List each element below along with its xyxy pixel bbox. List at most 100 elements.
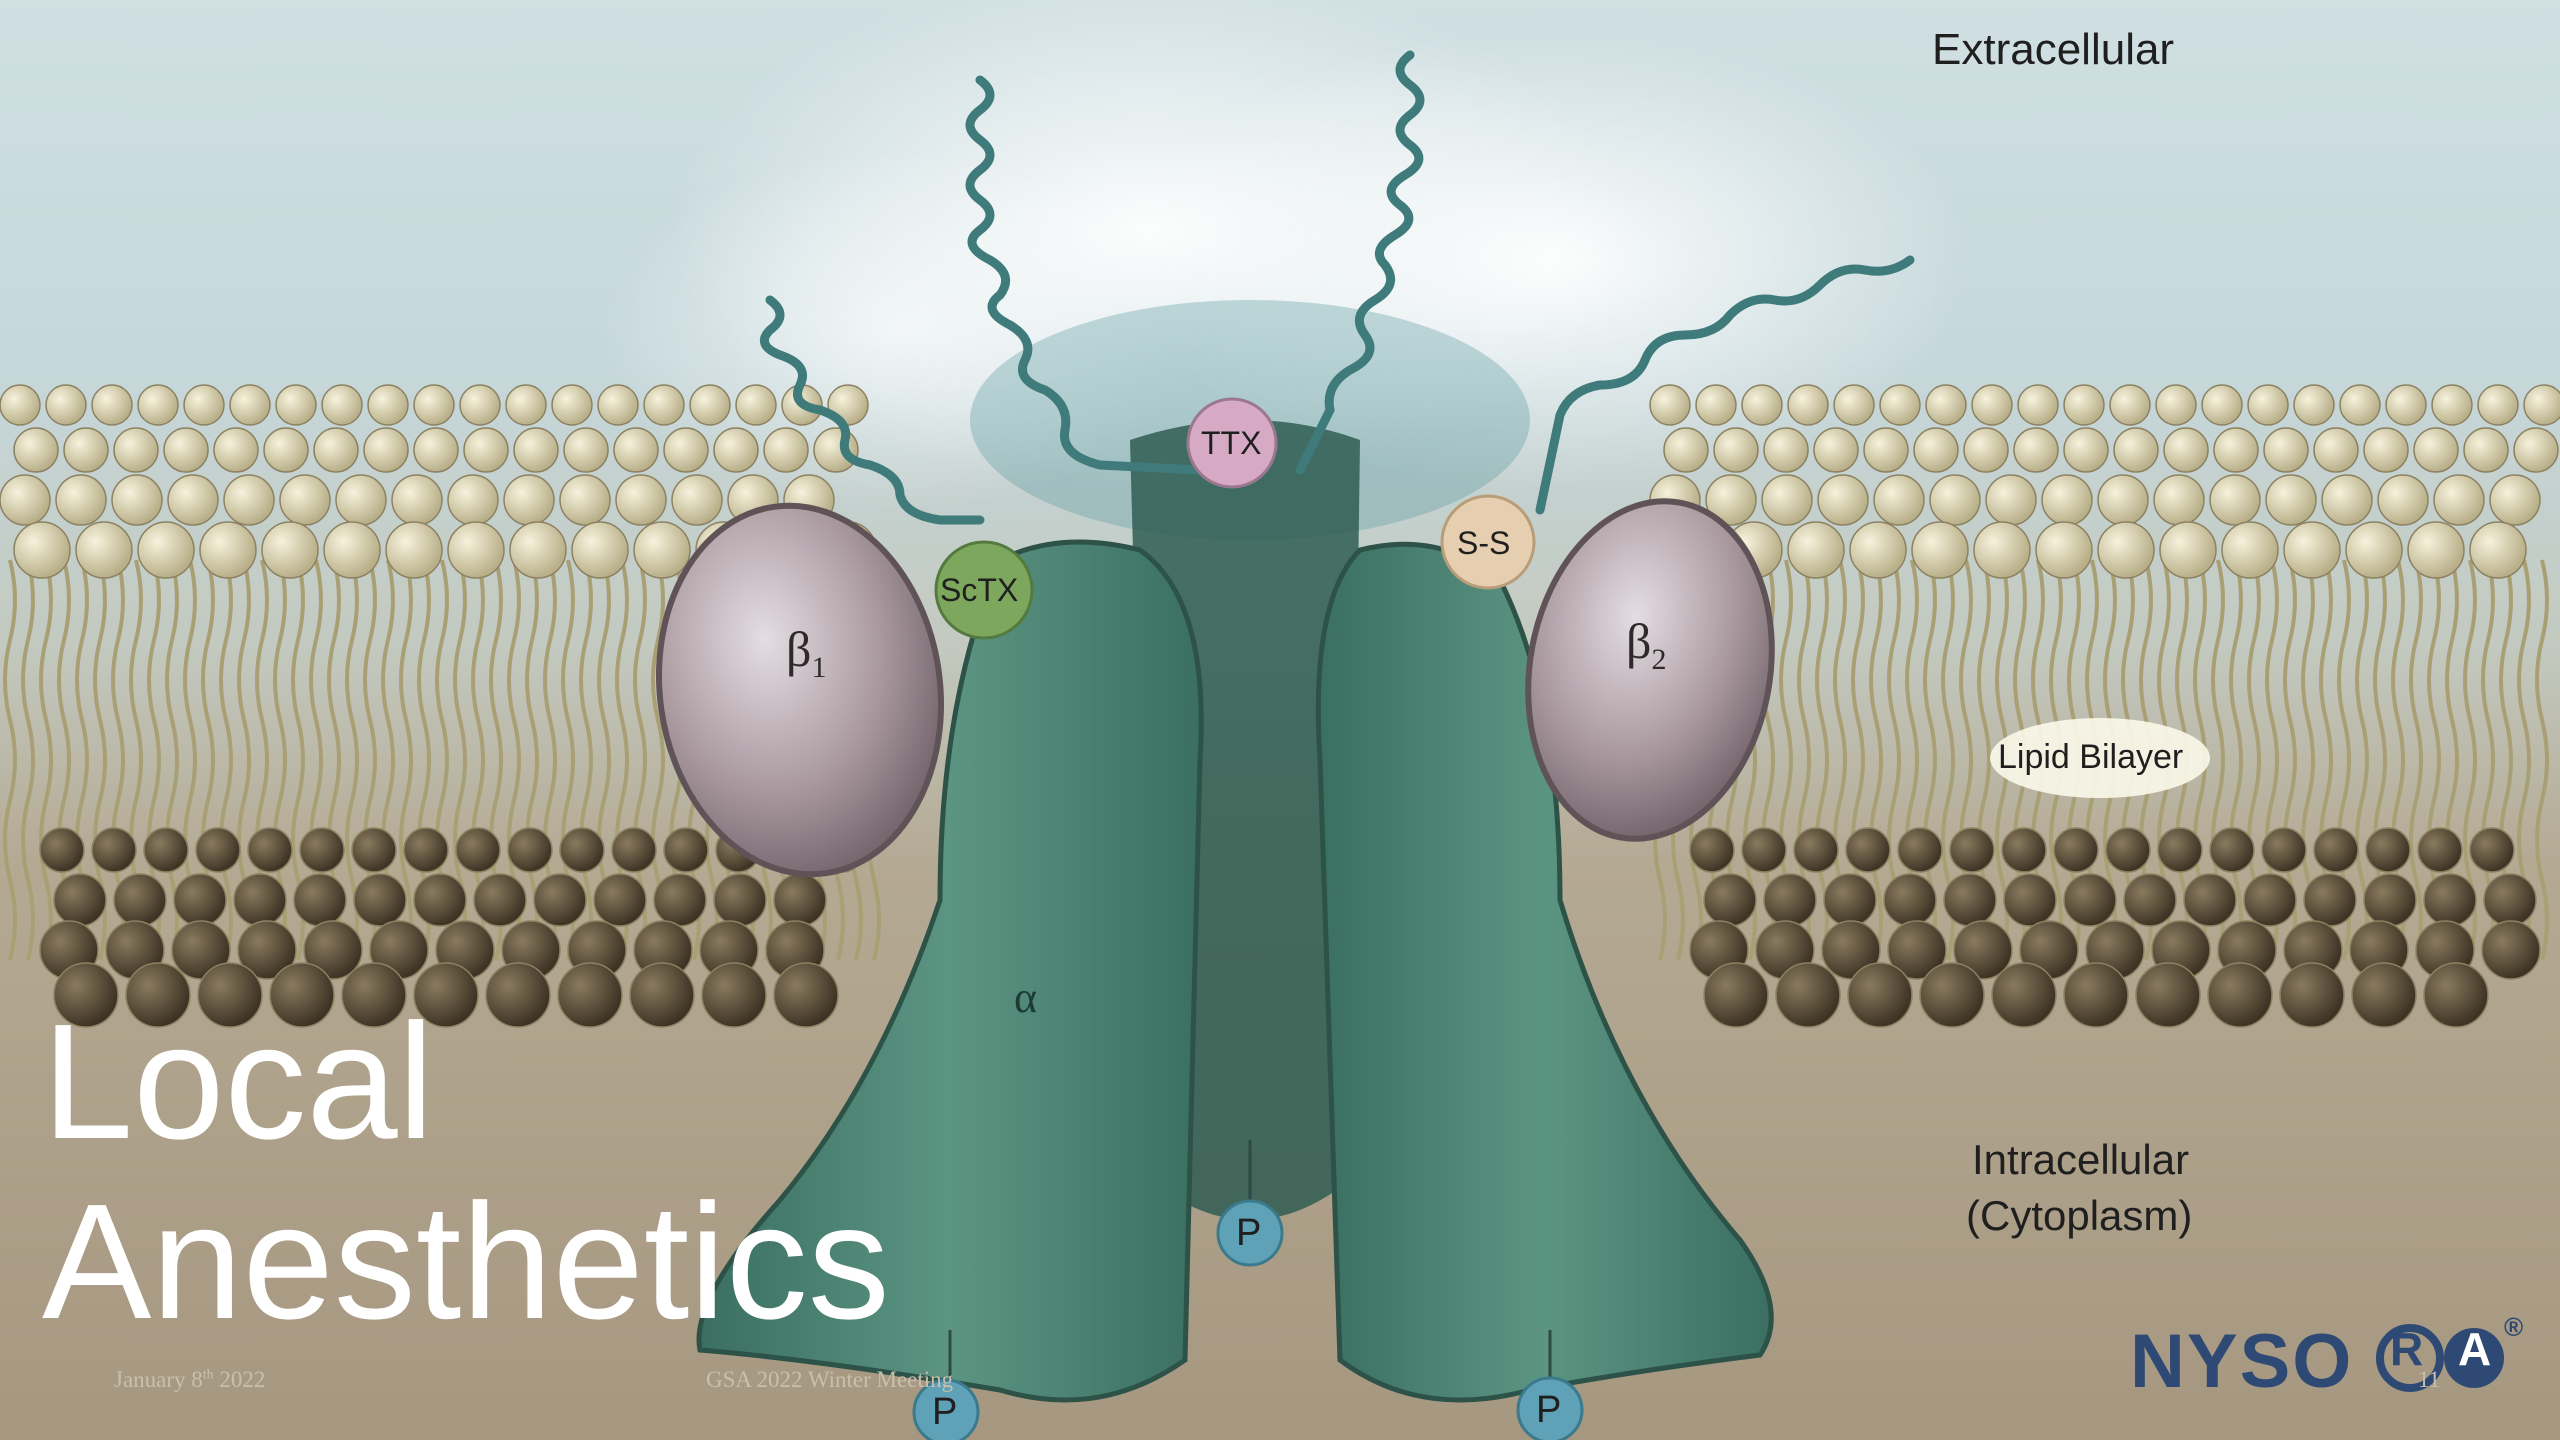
lipid-head: [1788, 522, 1844, 578]
lipid-head: [2036, 522, 2092, 578]
lipid-head: [2346, 522, 2402, 578]
lipid-head: [2154, 475, 2204, 525]
lipid-head: [1874, 475, 1924, 525]
lipid-head: [414, 874, 466, 926]
lipid-head: [54, 874, 106, 926]
lipid-head: [76, 522, 132, 578]
lipid-head: [2156, 385, 2196, 425]
lipid-head: [764, 428, 808, 472]
lipid-head: [2322, 475, 2372, 525]
lipid-head: [2304, 874, 2356, 926]
lipid-head: [1920, 963, 1984, 1027]
lipid-head: [352, 828, 396, 872]
lipid-head: [2424, 874, 2476, 926]
lipid-head: [1972, 385, 2012, 425]
lipid-head: [276, 385, 316, 425]
lipid-head: [2478, 385, 2518, 425]
lipid-head: [2464, 428, 2508, 472]
lipid-head: [2482, 921, 2540, 979]
lipid-head: [2064, 963, 2128, 1027]
alpha-label: α: [1014, 972, 1037, 1023]
beta2-label: β2: [1626, 612, 1666, 677]
lipid-head: [1742, 828, 1786, 872]
lipid-head: [1690, 828, 1734, 872]
lipid-head: [114, 874, 166, 926]
intracellular-label: Intracellular: [1972, 1136, 2189, 1184]
lipid-head: [2160, 522, 2216, 578]
lipid-head: [2490, 475, 2540, 525]
lipid-head: [2352, 963, 2416, 1027]
lipid-head: [138, 385, 178, 425]
beta1-symbol: β: [786, 621, 811, 677]
phosphate-label-left: P: [932, 1391, 957, 1434]
footer-date-month: January 8: [114, 1367, 203, 1392]
lipid-head: [598, 385, 638, 425]
lipid-head: [2314, 828, 2358, 872]
lipid-head: [2004, 874, 2056, 926]
nysora-logo-registered: ®: [2504, 1312, 2525, 1343]
lipid-head: [1650, 385, 1690, 425]
lipid-head: [414, 428, 458, 472]
lipid-head: [174, 874, 226, 926]
lipid-head: [2470, 828, 2514, 872]
lipid-head: [294, 874, 346, 926]
lipid-head: [1846, 828, 1890, 872]
lipid-head: [2484, 874, 2536, 926]
lipid-head: [1930, 475, 1980, 525]
lipid-head: [2524, 385, 2560, 425]
lipid-head: [2014, 428, 2058, 472]
lipid-head: [504, 475, 554, 525]
lipid-head: [1950, 828, 1994, 872]
lipid-head: [508, 828, 552, 872]
slide-title-line2: Anesthetics: [42, 1180, 890, 1344]
lipid-head: [112, 475, 162, 525]
lipid-head: [654, 874, 706, 926]
lipid-head: [14, 522, 70, 578]
lipid-head: [0, 385, 40, 425]
lipid-head: [2202, 385, 2242, 425]
lipid-head: [404, 828, 448, 872]
lipid-head: [1764, 428, 1808, 472]
lipid-head: [774, 963, 838, 1027]
lipid-head: [572, 522, 628, 578]
footer-date: January 8th 2022: [114, 1367, 265, 1393]
lipid-head: [1880, 385, 1920, 425]
lipid-head: [448, 475, 498, 525]
lipid-head: [464, 428, 508, 472]
lipid-head: [1788, 385, 1828, 425]
lipid-head: [1912, 522, 1968, 578]
lipid-head: [2514, 428, 2558, 472]
lipid-head: [1814, 428, 1858, 472]
lipid-head: [560, 475, 610, 525]
lipid-head: [368, 385, 408, 425]
phosphate-label-center: P: [1236, 1212, 1261, 1255]
lipid-head: [448, 522, 504, 578]
lipid-head: [664, 428, 708, 472]
lipid-head: [736, 385, 776, 425]
lipid-head: [2214, 428, 2258, 472]
footer-date-year: 2022: [214, 1367, 266, 1392]
lipid-head: [14, 428, 58, 472]
lipid-head: [2248, 385, 2288, 425]
lipid-head: [2264, 428, 2308, 472]
lipid-head: [46, 385, 86, 425]
lipid-head: [2158, 828, 2202, 872]
cytoplasm-label: (Cytoplasm): [1966, 1192, 2192, 1240]
lipid-head: [614, 428, 658, 472]
lipid-head: [2244, 874, 2296, 926]
lipid-head: [1742, 385, 1782, 425]
lipid-head: [630, 963, 694, 1027]
lipid-head: [1764, 874, 1816, 926]
lipid-head: [612, 828, 656, 872]
lipid-head: [2164, 428, 2208, 472]
lipid-head: [196, 828, 240, 872]
footer-date-suffix: th: [203, 1367, 214, 1382]
lipid-head: [2418, 828, 2462, 872]
lipid-head: [1914, 428, 1958, 472]
lipid-head: [1992, 963, 2056, 1027]
lipid-head: [1974, 522, 2030, 578]
lipid-head: [2210, 828, 2254, 872]
lipid-head: [644, 385, 684, 425]
lipid-tail: [23, 560, 33, 960]
nysora-logo-text: NYSO: [2130, 1319, 2353, 1404]
